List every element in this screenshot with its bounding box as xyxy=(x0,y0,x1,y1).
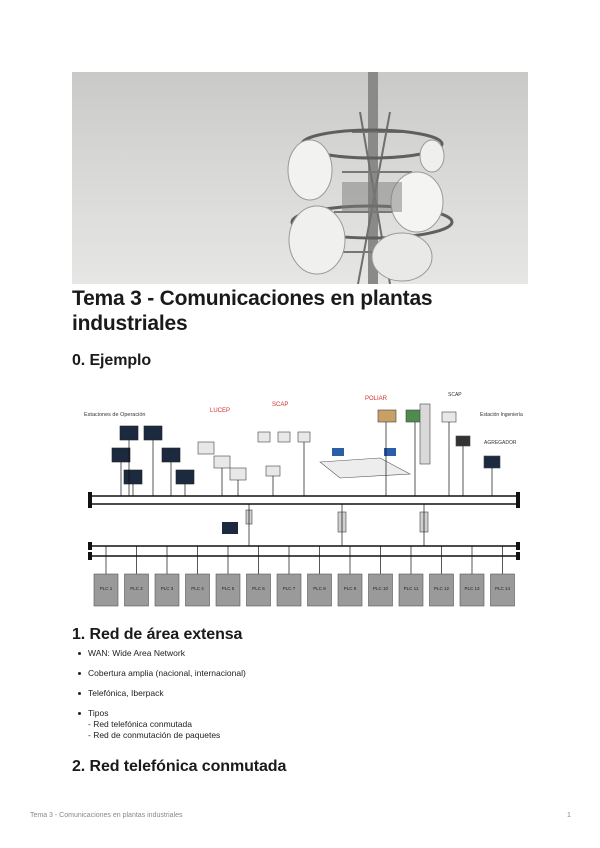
plc-cabinet xyxy=(93,573,119,607)
bullet-item: Telefónica, Iberpack xyxy=(76,688,246,699)
plc-label: PLC 9 xyxy=(344,586,357,591)
plc-label: PLC 12 xyxy=(434,586,450,591)
section-heading-red-telefonica: 2. Red telefónica conmutada xyxy=(72,758,287,775)
plc-label: PLC 6 xyxy=(252,586,265,591)
footer-page-number: 1 xyxy=(567,812,571,819)
bullet-item: WAN: Wide Area Network xyxy=(76,648,246,659)
plc-label: PLC 4 xyxy=(191,586,204,591)
plc-label: PLC 1 xyxy=(100,586,113,591)
plc-cabinet xyxy=(276,573,302,607)
diagram-label-estacion-ingenieria: Estación Ingeniería xyxy=(480,412,523,418)
plc-label: PLC 10 xyxy=(373,586,389,591)
network-diagram-graphic: Estaciones de Operación LUCEP SCAP POLIA… xyxy=(84,392,523,607)
bullet-dot xyxy=(78,672,81,675)
bullet-text: Cobertura amplia (nacional, internaciona… xyxy=(88,668,246,678)
diagram-label-agregador: AGREGADOR xyxy=(484,440,517,446)
page-title: Tema 3 - Comunicaciones en plantas indus… xyxy=(72,287,433,335)
plant-network-diagram: Estaciones de Operación LUCEP SCAP POLIA… xyxy=(80,386,525,611)
sub-item: - Red telefónica conmutada xyxy=(88,719,192,729)
diagram-label-poliar: POLIAR xyxy=(365,396,388,402)
plc-label: PLC 3 xyxy=(161,586,174,591)
plc-cabinet xyxy=(185,573,210,607)
plc-cabinet xyxy=(215,573,241,607)
cover-image xyxy=(72,72,528,284)
diagram-label-scap: SCAP xyxy=(272,402,288,408)
bullet-text: Telefónica, Iberpack xyxy=(88,688,164,698)
plc-cabinet xyxy=(154,573,180,607)
diagram-label-estaciones: Estaciones de Operación xyxy=(84,412,145,418)
diagram-label-scap-right: SCAP xyxy=(448,392,462,398)
plc-label: PLC 11 xyxy=(404,586,419,591)
plc-cabinet xyxy=(398,573,424,607)
bullet-dot xyxy=(78,692,81,695)
plc-label: PLC 7 xyxy=(283,586,296,591)
bullet-text: Tipos xyxy=(88,708,109,718)
plc-label: PLC 14 xyxy=(495,586,511,591)
bullet-dot xyxy=(78,652,81,655)
bullet-item: Cobertura amplia (nacional, internaciona… xyxy=(76,668,246,679)
telecom-tower-illustration xyxy=(287,72,454,284)
sub-item: - Red de conmutación de paquetes xyxy=(88,730,221,740)
plc-cabinet xyxy=(459,573,485,607)
plc-cabinet xyxy=(368,573,393,607)
plc-cabinet xyxy=(307,573,332,607)
wan-bullet-list: WAN: Wide Area Network Cobertura amplia … xyxy=(76,648,246,750)
diagram-label-lucep: LUCEP xyxy=(210,408,230,414)
plc-cabinet xyxy=(124,573,149,607)
plc-cabinet xyxy=(490,573,515,607)
plc-cabinet xyxy=(429,573,454,607)
section-heading-red-area-extensa: 1. Red de área extensa xyxy=(72,626,243,643)
plc-label: PLC 5 xyxy=(222,586,235,591)
plc-label: PLC 8 xyxy=(313,586,326,591)
plc-label: PLC 2 xyxy=(130,586,143,591)
bullet-dot xyxy=(78,712,81,715)
bullet-text: WAN: Wide Area Network xyxy=(88,648,185,658)
bullet-item: Tipos - Red telefónica conmutada - Red d… xyxy=(76,708,246,741)
plc-label: PLC 13 xyxy=(464,586,480,591)
plc-cabinet xyxy=(337,573,363,607)
section-heading-ejemplo: 0. Ejemplo xyxy=(72,352,152,369)
plc-cabinet xyxy=(246,573,271,607)
footer-title: Tema 3 - Comunicaciones en plantas indus… xyxy=(30,812,183,819)
